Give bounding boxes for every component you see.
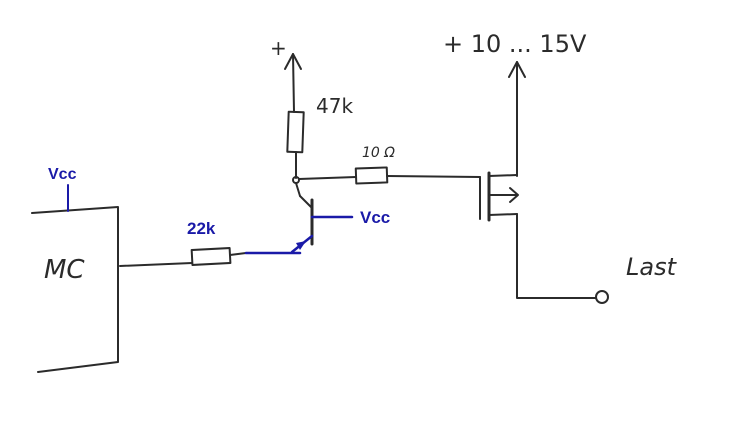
transistor-emitter-arrow [296, 241, 306, 250]
wire-to-load [516, 213, 597, 299]
transistor-vcc-label: Vcc [360, 208, 390, 227]
resistor-47k-body [286, 110, 305, 154]
arrow-up-icon [284, 53, 302, 70]
resistor-10ohm-body [354, 166, 389, 185]
supply-plus-wire [292, 53, 295, 113]
resistor-10ohm-label: 10 Ω [362, 145, 395, 161]
wire-mc-to-22k [119, 262, 193, 267]
mosfet [479, 171, 519, 222]
resistor-22k-body [190, 247, 232, 266]
mc-block: MC [31, 206, 119, 373]
terminal-circle-icon [595, 290, 609, 304]
supply-mosfet: + 10 ... 15V [443, 30, 587, 177]
arrow-up-icon-mosfet [508, 61, 526, 78]
mosfet-drain-lead [488, 174, 518, 177]
resistor-22k-label: 22k [187, 219, 216, 238]
supply-plus-label: + [270, 36, 287, 60]
pnp-transistor: Vcc [290, 195, 390, 254]
mc-label: MC [44, 255, 85, 285]
resistor-47k: 47k [286, 94, 353, 154]
resistor-47k-label: 47k [316, 94, 353, 118]
mc-box-outline [31, 206, 119, 373]
mosfet-arrow [509, 187, 519, 203]
mc-vcc: Vcc [48, 166, 77, 212]
wire-node-to-collector [295, 182, 301, 197]
wire-node-to-gate-resistor [298, 176, 357, 180]
supply-plus: + [270, 36, 302, 113]
wire-22k-out [229, 252, 247, 256]
supply-mosfet-label: + 10 ... 15V [443, 30, 587, 58]
resistor-22k: 22k [187, 219, 232, 266]
load-label: Last [626, 253, 678, 281]
transistor-collector-lead [299, 195, 313, 209]
mosfet-source-lead [488, 213, 518, 216]
wire-to-gate [386, 175, 481, 178]
resistor-10ohm: 10 Ω [354, 145, 395, 185]
mc-vcc-label: Vcc [48, 166, 77, 183]
